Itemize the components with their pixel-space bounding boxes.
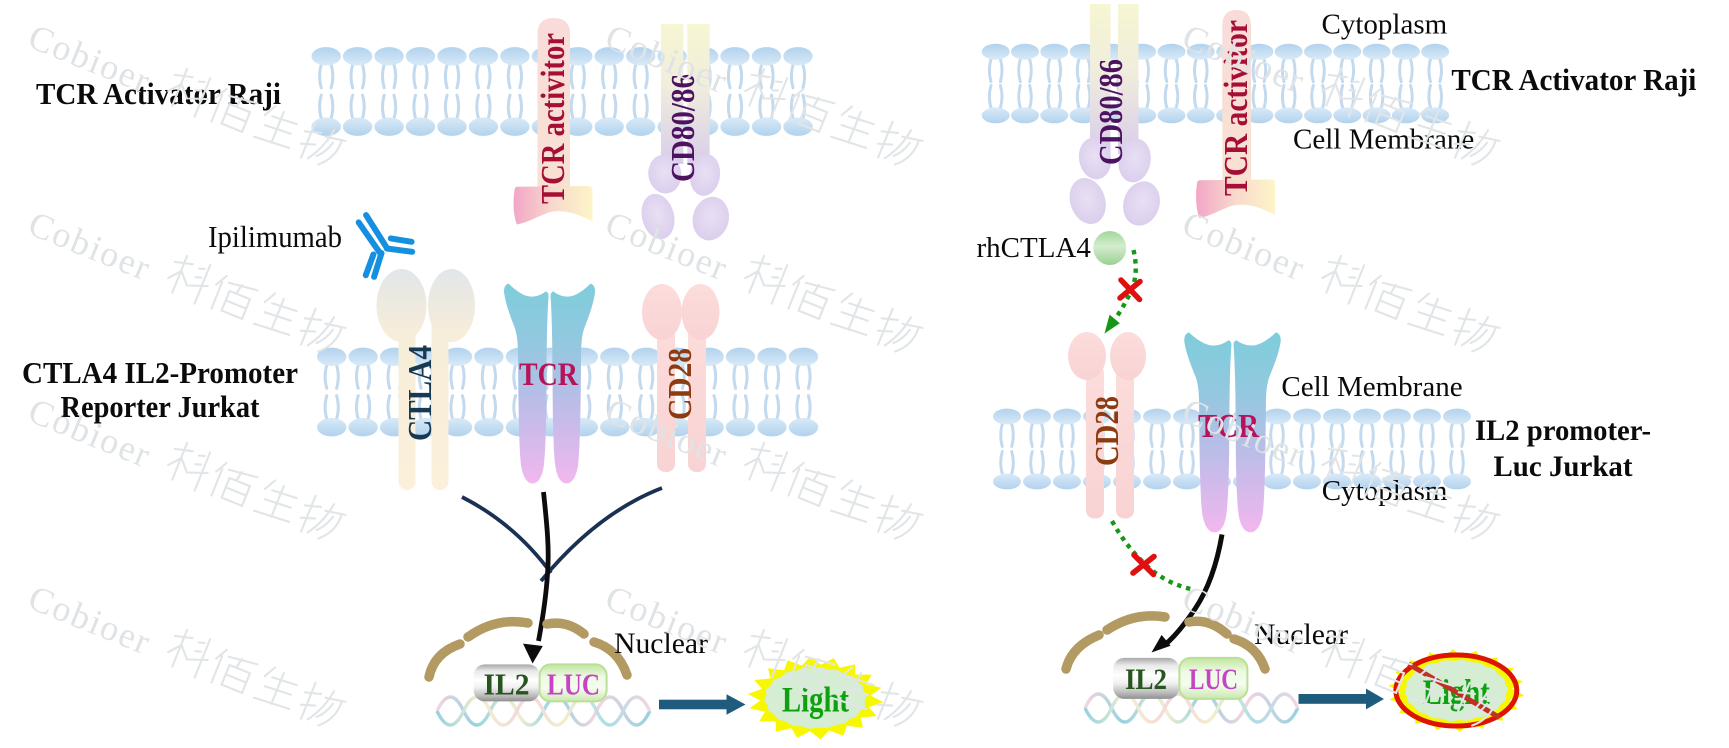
svg-text:CTLA4 IL2-Promoter: CTLA4 IL2-Promoter	[22, 356, 298, 390]
svg-text:IL2: IL2	[1125, 663, 1167, 696]
svg-text:LUC: LUC	[1189, 663, 1238, 696]
svg-text:TCR: TCR	[519, 357, 579, 393]
svg-text:Ipilimumab: Ipilimumab	[208, 220, 342, 254]
svg-text:Luc Jurkat: Luc Jurkat	[1494, 450, 1633, 483]
svg-text:Cell Membrane: Cell Membrane	[1281, 371, 1462, 403]
svg-text:TCR Activator Raji: TCR Activator Raji	[1451, 63, 1696, 97]
svg-text:LUC: LUC	[547, 667, 600, 702]
svg-text:CD28: CD28	[662, 348, 699, 420]
svg-text:CD80/86: CD80/86	[1093, 59, 1130, 165]
svg-text:TCR activitor: TCR activitor	[535, 33, 572, 204]
svg-text:TCR Activator Raji: TCR Activator Raji	[36, 77, 281, 111]
svg-text:IL2 promoter-: IL2 promoter-	[1475, 414, 1651, 447]
svg-text:TCR activitor: TCR activitor	[1218, 20, 1255, 196]
svg-text:CD28: CD28	[1089, 396, 1126, 466]
svg-text:rhCTLA4: rhCTLA4	[977, 232, 1092, 264]
svg-text:Cell Membrane: Cell Membrane	[1293, 124, 1474, 156]
svg-text:Nuclear: Nuclear	[614, 627, 708, 660]
svg-text:CTLA4: CTLA4	[402, 345, 439, 441]
svg-text:Cytoplasm: Cytoplasm	[1322, 9, 1448, 41]
svg-text:TCR: TCR	[1198, 408, 1259, 445]
svg-text:Reporter Jurkat: Reporter Jurkat	[61, 390, 261, 424]
svg-text:IL2: IL2	[484, 667, 530, 702]
svg-text:CD80/86: CD80/86	[665, 74, 702, 182]
